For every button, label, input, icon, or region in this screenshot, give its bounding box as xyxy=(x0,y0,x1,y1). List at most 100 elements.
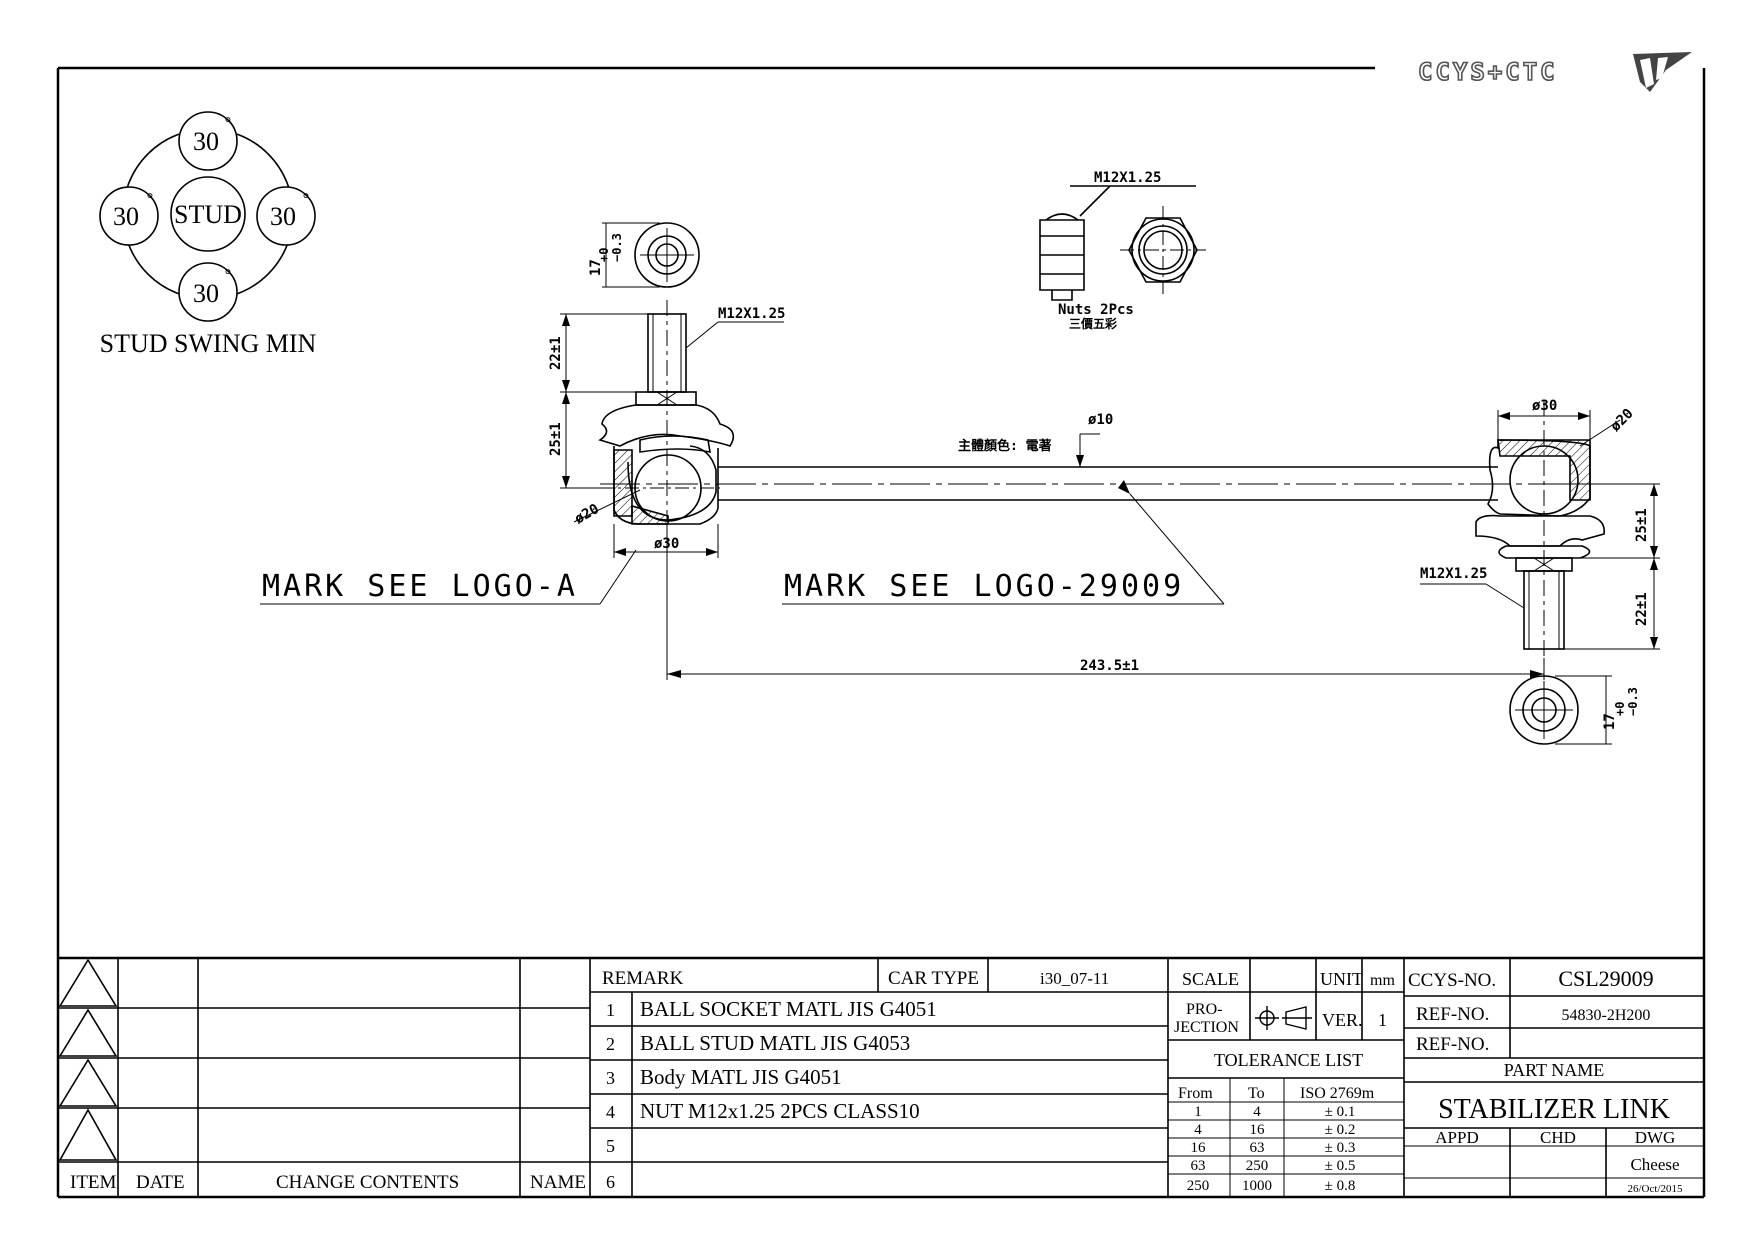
brand-mark-icon xyxy=(1633,52,1692,92)
ver-value: 1 xyxy=(1378,1010,1387,1030)
tol-from: 63 xyxy=(1191,1158,1206,1174)
left-ball-joint xyxy=(598,300,735,525)
ref-no-label: REF-NO. xyxy=(1416,1004,1489,1025)
ccys-no-label: CCYS-NO. xyxy=(1408,970,1496,991)
bom-item-text: NUT M12x1.25 2PCS CLASS10 xyxy=(640,1099,920,1123)
nut-side-view xyxy=(1039,213,1085,301)
part-name-value: STABILIZER LINK xyxy=(1438,1094,1670,1125)
nut-thread-label: M12X1.25 xyxy=(1094,170,1161,186)
right-stud-length: 22±1 xyxy=(1634,592,1650,626)
tol-from: 16 xyxy=(1191,1140,1207,1156)
appd-label: APPD xyxy=(1435,1128,1478,1147)
title-block-grid xyxy=(58,958,1704,1197)
rev-col-name: NAME xyxy=(530,1172,586,1193)
swing-angle-right: 30 xyxy=(270,202,296,231)
left-top-view xyxy=(602,222,700,288)
rod xyxy=(600,433,1630,501)
sheet-border xyxy=(56,66,1706,1199)
bom-item-text: BALL STUD MATL JIS G4053 xyxy=(640,1031,910,1055)
right-height: 25±1 xyxy=(1634,508,1650,542)
left-stud-length: 22±1 xyxy=(548,336,564,370)
tol-to: 63 xyxy=(1250,1140,1265,1156)
tol-to: 1000 xyxy=(1242,1178,1272,1194)
nuts-note-cn: 三價五彩 xyxy=(1069,316,1117,331)
revision-triangles xyxy=(58,958,118,1161)
overall-length: 243.5±1 xyxy=(1080,658,1139,674)
right-ball-dia: ø20 xyxy=(1608,406,1637,435)
left-flat-label: 17 xyxy=(588,259,604,276)
tol-value: ± 0.1 xyxy=(1325,1104,1356,1120)
drawing-date: 26/Oct/2015 xyxy=(1628,1183,1683,1195)
tol-from: 1 xyxy=(1194,1104,1202,1120)
bom-item-no: 6 xyxy=(606,1172,615,1192)
left-height: 25±1 xyxy=(548,422,564,456)
tolerance-rows: 1 4 ± 0.1 4 16 ± 0.2 16 63 ± 0.3 63 250 … xyxy=(1187,1104,1356,1194)
mark-logo-29009: MARK SEE LOGO-29009 xyxy=(784,569,1184,604)
mark-labels: MARK SEE LOGO-A MARK SEE LOGO-29009 xyxy=(262,569,1184,604)
right-flat-label: 17 xyxy=(1602,713,1618,730)
nut-front-view xyxy=(1070,185,1206,294)
tol-value: ± 0.2 xyxy=(1325,1122,1356,1138)
brand-name: CCYS+CTC xyxy=(1418,58,1558,86)
left-body-dia: ø30 xyxy=(654,536,679,552)
bom-item-text: Body MATL JIS G4051 xyxy=(640,1065,842,1089)
rod-dia: ø10 xyxy=(1088,412,1113,428)
dwg-label: DWG xyxy=(1635,1128,1676,1147)
ref-no-value: 54830-2H200 xyxy=(1562,1007,1651,1024)
ccys-no-value: CSL29009 xyxy=(1558,966,1653,991)
tol-to: 250 xyxy=(1246,1158,1269,1174)
tol-from: 4 xyxy=(1194,1122,1202,1138)
rev-col-item: ITEM xyxy=(70,1172,117,1193)
tol-to: 16 xyxy=(1250,1122,1266,1138)
ver-label: VER. xyxy=(1322,1010,1363,1030)
chd-label: CHD xyxy=(1540,1128,1576,1147)
rev-col-change: CHANGE CONTENTS xyxy=(276,1172,459,1193)
tolerance-title: TOLERANCE LIST xyxy=(1214,1050,1363,1070)
nut-labels: M12X1.25 Nuts 2Pcs 三價五彩 xyxy=(1058,170,1161,331)
unit-label: UNIT xyxy=(1320,969,1363,989)
degree-mark: ° xyxy=(225,115,231,132)
dimension-lines xyxy=(260,313,1660,680)
right-top-view xyxy=(1509,675,1612,745)
swing-angle-top: 30 xyxy=(193,127,219,156)
tol-col-std: ISO 2769m xyxy=(1300,1085,1375,1102)
tol-value: ± 0.5 xyxy=(1325,1158,1356,1174)
car-type-value: i30_07-11 xyxy=(1040,969,1109,988)
tol-value: ± 0.3 xyxy=(1325,1140,1356,1156)
stud-swing-diagram xyxy=(99,111,316,322)
stud-label: STUD xyxy=(174,200,242,229)
drawer-name: Cheese xyxy=(1630,1155,1679,1174)
degree-mark: ° xyxy=(147,191,153,208)
bom-item-no: 1 xyxy=(606,1000,615,1020)
right-flat-tol: +0−0.3 xyxy=(1613,687,1640,716)
revision-headers: ITEM DATE CHANGE CONTENTS NAME xyxy=(70,1172,586,1193)
tol-to: 4 xyxy=(1253,1104,1261,1120)
car-type-label: CAR TYPE xyxy=(888,968,979,989)
scale-label: SCALE xyxy=(1182,969,1239,989)
dimension-arrows xyxy=(562,314,1658,678)
swing-angle-bottom: 30 xyxy=(193,279,219,308)
mark-logo-a: MARK SEE LOGO-A xyxy=(262,569,578,604)
tol-value: ± 0.8 xyxy=(1325,1178,1356,1194)
degree-mark: ° xyxy=(303,191,309,208)
swing-angle-left: 30 xyxy=(113,202,139,231)
stud-swing-caption: STUD SWING MIN xyxy=(100,329,317,358)
bom-item-no: 2 xyxy=(606,1034,615,1054)
rod-color-note: 主體顏色: 電著 xyxy=(958,438,1052,454)
projection-symbol-icon xyxy=(1255,1006,1312,1030)
bom-remark: REMARK xyxy=(602,968,684,989)
unit-value: mm xyxy=(1370,972,1395,989)
degree-mark: ° xyxy=(225,267,231,284)
left-ball-dia: ø20 xyxy=(572,501,602,528)
tol-col-to: To xyxy=(1248,1085,1265,1102)
right-body-dia: ø30 xyxy=(1532,398,1557,414)
part-name-label: PART NAME xyxy=(1504,1060,1604,1080)
bom-item-text: BALL SOCKET MATL JIS G4051 xyxy=(640,997,937,1021)
tol-col-from: From xyxy=(1178,1085,1213,1102)
ref-no-2-label: REF-NO. xyxy=(1416,1034,1489,1055)
top-thread-label: M12X1.25 xyxy=(718,306,785,322)
projection-label-2: JECTION xyxy=(1174,1019,1239,1036)
brand-logo: CCYS+CTC xyxy=(1417,52,1692,92)
right-ball-joint xyxy=(1475,400,1606,670)
